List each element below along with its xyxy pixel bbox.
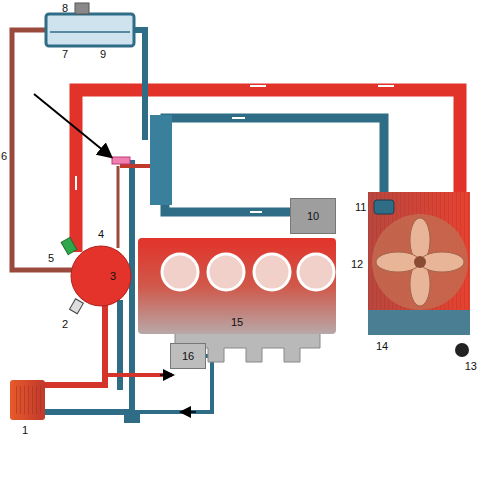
engine-block: 15 [138,238,336,334]
callout-number: 14 [376,340,388,352]
callout-number: 1 [22,424,28,436]
heater-valve: 16 [170,343,206,369]
callout-number: 9 [100,48,106,60]
callout-number: 11 [355,201,366,213]
callout-number: 12 [351,258,363,270]
callout-number: 4 [98,228,104,240]
callout-number: 16 [182,350,194,362]
callout-number: 3 [110,270,116,282]
callout-number: 5 [48,252,54,264]
callout-number: 10 [307,210,319,222]
callout-number: 6 [1,150,7,162]
water-pump: 3 [70,245,132,307]
callout-number: 7 [62,48,68,60]
callout-number: 8 [62,2,68,14]
callout-number: 2 [62,318,68,330]
callout-number: 15 [231,316,243,328]
thermostat-housing: 10 [290,198,336,234]
callout-number: 13 [465,360,477,372]
